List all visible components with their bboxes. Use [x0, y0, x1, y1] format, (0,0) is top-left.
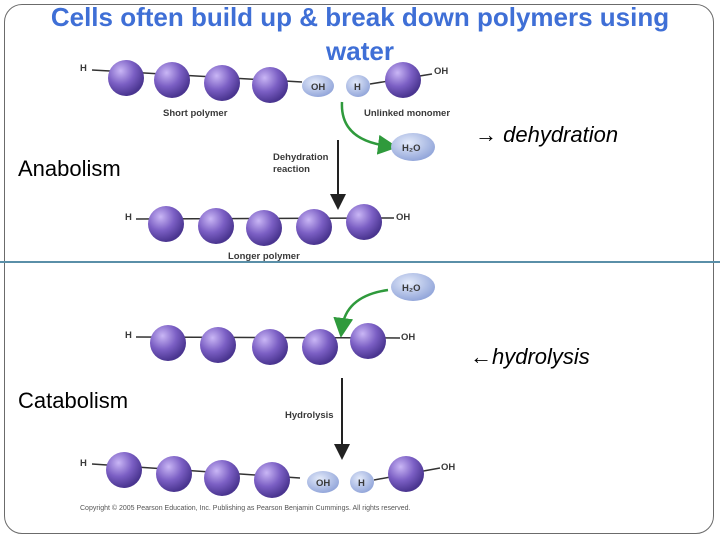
dehydration-reaction-label: Dehydration — [273, 152, 329, 163]
section-divider — [0, 261, 720, 263]
monomer — [296, 209, 332, 245]
monomer — [252, 329, 288, 365]
water-molecule — [391, 273, 435, 301]
polymer-before-hydrolysis-row: H OH — [125, 323, 415, 365]
water-molecule — [391, 133, 435, 161]
anabolism-label: Anabolism — [18, 156, 121, 181]
h-terminal-label: H — [80, 63, 87, 74]
monomer — [156, 456, 192, 492]
water-label: H₂O — [402, 143, 420, 154]
water-release-arrow — [340, 101, 398, 155]
monomer — [108, 60, 144, 96]
longer-polymer-label: Longer polymer — [228, 251, 300, 262]
water-add-arrow — [333, 288, 389, 338]
monomer — [254, 462, 290, 498]
dehydration-label: → dehydration — [475, 122, 619, 147]
monomer — [252, 67, 288, 103]
title-line-1: Cells often build up & break down polyme… — [50, 2, 670, 32]
monomer — [148, 206, 184, 242]
slide-frame — [4, 4, 714, 534]
oh-group — [302, 75, 334, 97]
monomer — [350, 323, 386, 359]
released-monomer — [388, 456, 424, 492]
unlinked-monomer-label: Unlinked monomer — [364, 108, 450, 119]
h-label: H — [358, 478, 365, 489]
oh-group — [307, 471, 339, 493]
dehydration-reaction-label-2: reaction — [273, 164, 310, 175]
h-terminal-label: H — [125, 212, 132, 223]
hydrolysis-reaction-label: Hydrolysis — [285, 410, 334, 421]
unlinked-monomer — [385, 62, 421, 98]
catabolism-label: Catabolism — [18, 388, 129, 413]
h-terminal-label: H — [125, 330, 132, 341]
monomer — [200, 327, 236, 363]
hydrolysis-label: ←hydrolysis — [470, 344, 590, 369]
monomer — [106, 452, 142, 488]
title-line-2: water — [326, 36, 394, 66]
monomer — [204, 460, 240, 496]
monomer — [154, 62, 190, 98]
oh-terminal-label: OH — [396, 212, 410, 223]
oh-terminal-label: OH — [401, 332, 415, 343]
h-label: H — [354, 82, 361, 93]
slide-title: Cells often build up & break down polyme… — [0, 0, 720, 68]
copyright-notice: Copyright © 2005 Pearson Education, Inc.… — [80, 504, 410, 512]
monomer — [346, 204, 382, 240]
oh-terminal-label: OH — [434, 66, 448, 77]
oh-label: OH — [311, 82, 325, 93]
oh-label: OH — [316, 478, 330, 489]
h-group — [346, 75, 370, 97]
monomer — [198, 208, 234, 244]
monomer — [150, 325, 186, 361]
h-terminal-label: H — [80, 458, 87, 469]
water-label: H₂O — [402, 283, 420, 294]
oh-terminal-label: OH — [441, 462, 455, 473]
monomer — [246, 210, 282, 246]
longer-polymer-row: H OH Longer polymer — [125, 204, 410, 262]
monomer — [302, 329, 338, 365]
split-polymer-row: H OH H OH — [80, 452, 455, 498]
monomer — [204, 65, 240, 101]
h-group — [350, 471, 374, 493]
short-polymer-row: H OH H OH Short polymer Unlinked monomer — [80, 60, 450, 119]
short-polymer-label: Short polymer — [163, 108, 228, 119]
